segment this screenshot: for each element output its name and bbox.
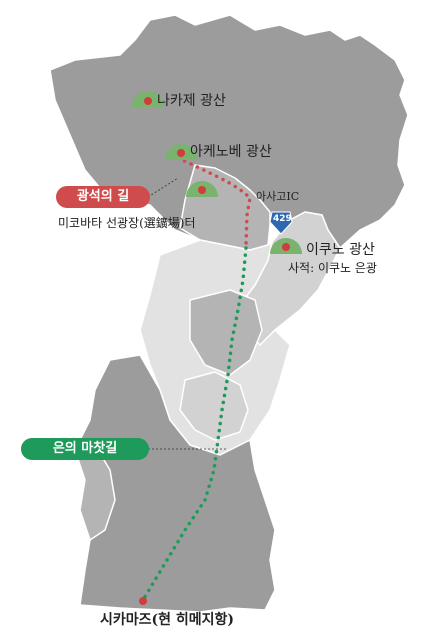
mineral-road-line: [176, 156, 252, 247]
shikamazu-label: 시카마즈(현 히메지항): [100, 612, 235, 628]
route-number: 429: [273, 214, 292, 224]
mine-icon-akenobe: [165, 144, 197, 160]
region-inner-2: [179, 371, 249, 441]
route-shield-icon: [269, 211, 293, 235]
asago-ic-label: 아사고IC: [256, 190, 300, 203]
mine-label-akenobe: 아케노베 광산: [190, 144, 272, 160]
mineral-road-legend: 광석의 길: [56, 186, 150, 208]
mine-icon-mikobata: [186, 181, 218, 197]
mine-icon-nakaze: [132, 91, 164, 107]
mikobata-label: 미코바타 선광장(選鑛場)터: [58, 216, 196, 230]
mine-label-ikuno: 이쿠노 광산: [306, 242, 375, 258]
mine-label-nakaze: 나카제 광산: [157, 93, 226, 109]
mineral-road-leader: [147, 177, 179, 198]
shikamazu-dot: [139, 597, 147, 605]
silver-road-legend: 은의 마찻길: [21, 438, 149, 460]
region-inner: [189, 289, 263, 376]
mine-icon-ikuno: [270, 238, 302, 254]
ikuno-site-label: 사적: 이쿠노 은광: [288, 261, 377, 275]
silver-road-line: [141, 246, 248, 602]
